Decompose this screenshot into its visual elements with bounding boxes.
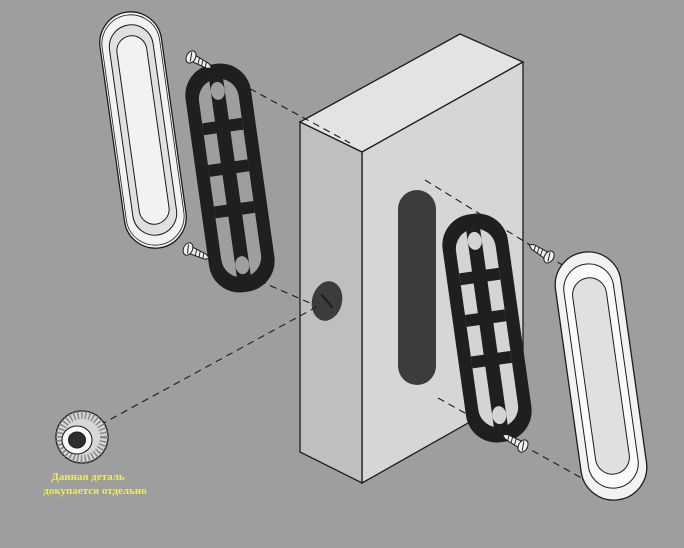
thumb-turn-knob: [55, 410, 109, 464]
knurl-ring: [56, 411, 108, 463]
axis-knob-to-hole: [99, 304, 321, 426]
mounting-gasket-left: [181, 59, 279, 297]
thumb-turn-hole: [311, 281, 343, 321]
annotation-line-2: докупается отдельно: [43, 485, 147, 497]
annotation-line-1: Данная деталь: [51, 471, 125, 483]
flush-pull-right: [554, 251, 648, 501]
flush-pull-left: [99, 11, 187, 249]
annotation: Данная деталь докупается отдельно: [43, 471, 147, 497]
screw-top-right: [525, 238, 557, 266]
handle-recess: [398, 190, 436, 385]
